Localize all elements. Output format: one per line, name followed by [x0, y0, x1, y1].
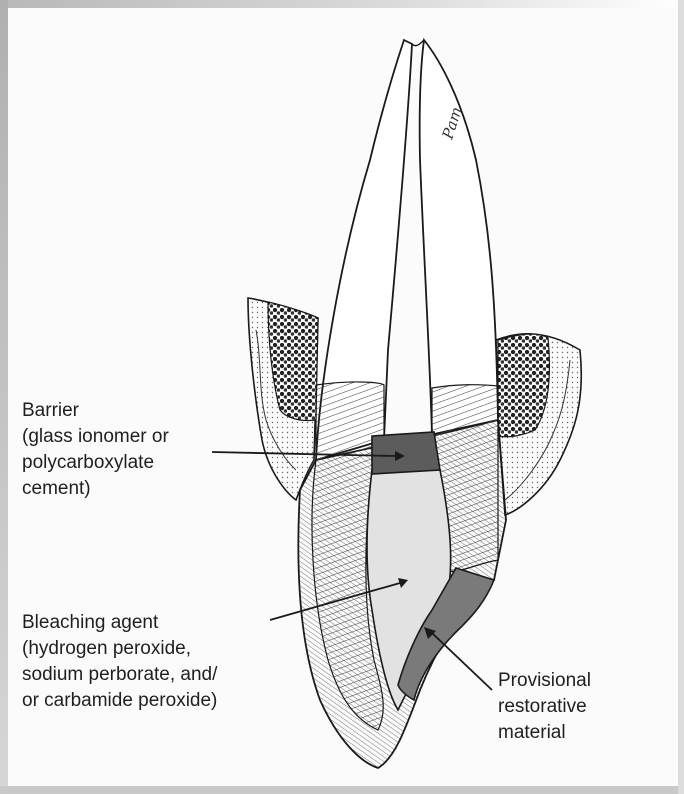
tooth: [298, 40, 506, 768]
barrier-label-line-1: Barrier: [22, 398, 169, 424]
barrier-label-line-3: polycarboxylate: [22, 450, 169, 476]
barrier-cement: [372, 432, 440, 474]
right-gingiva: [496, 334, 581, 515]
barrier-label: Barrier (glass ionomer or polycarboxylat…: [22, 398, 169, 502]
bleaching-label: Bleaching agent (hydrogen peroxide, sodi…: [22, 610, 217, 714]
bleaching-label-line-4: or carbamide peroxide): [22, 688, 217, 714]
bleaching-label-line-1: Bleaching agent: [22, 610, 217, 636]
bleaching-label-line-2: (hydrogen peroxide,: [22, 636, 217, 662]
root-right: [420, 40, 498, 436]
left-gingiva: [248, 298, 318, 500]
provisional-label-line-3: material: [498, 720, 591, 746]
provisional-label-line-1: Provisional: [498, 668, 591, 694]
barrier-label-line-2: (glass ionomer or: [22, 424, 169, 450]
provisional-leader: [432, 633, 492, 690]
bleaching-label-line-3: sodium perborate, and/: [22, 662, 217, 688]
provisional-label-line-2: restorative: [498, 694, 591, 720]
barrier-label-line-4: cement): [22, 476, 169, 502]
provisional-label: Provisional restorative material: [498, 668, 591, 746]
